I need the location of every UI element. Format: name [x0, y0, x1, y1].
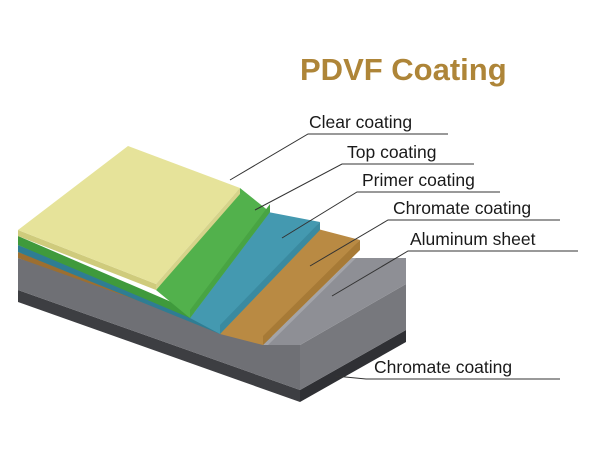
label-aluminum-sheet: Aluminum sheet — [410, 229, 536, 249]
aluminum-sheet-side — [300, 284, 406, 390]
leader-aluminum-sheet — [331, 250, 578, 297]
top-layer-front — [18, 236, 190, 318]
bottom-layer-front — [18, 290, 300, 402]
leader-chromate-coating-upper — [309, 219, 560, 267]
clear-layer-front — [18, 230, 156, 290]
primer-layer-side — [220, 222, 320, 334]
aluminum-sheet-top — [263, 258, 406, 345]
clear-layer-side — [156, 188, 240, 290]
leader-primer-coating — [281, 191, 500, 239]
chromate-layer-side — [263, 240, 360, 345]
leader-top-coating — [254, 163, 474, 211]
top-layer-side — [190, 204, 270, 318]
label-primer-coating: Primer coating — [362, 170, 475, 190]
bottom-layer-side — [300, 330, 406, 402]
diagram-title: PDVF Coating — [300, 52, 507, 87]
label-top-coating: Top coating — [347, 142, 437, 162]
label-clear-coating: Clear coating — [309, 112, 413, 132]
aluminum-sheet-top-rim — [263, 258, 356, 345]
leader-chromate-coating-lower — [334, 375, 560, 380]
primer-layer-front — [18, 245, 220, 334]
label-chromate-coating-lower: Chromate coating — [374, 357, 513, 377]
label-chromate-coating-upper: Chromate coating — [393, 198, 532, 218]
top-layer-top — [156, 188, 270, 318]
leader-clear-coating — [229, 133, 448, 181]
primer-layer-top — [190, 212, 320, 334]
clear-layer-top — [18, 146, 240, 284]
aluminum-sheet-front — [18, 258, 300, 390]
